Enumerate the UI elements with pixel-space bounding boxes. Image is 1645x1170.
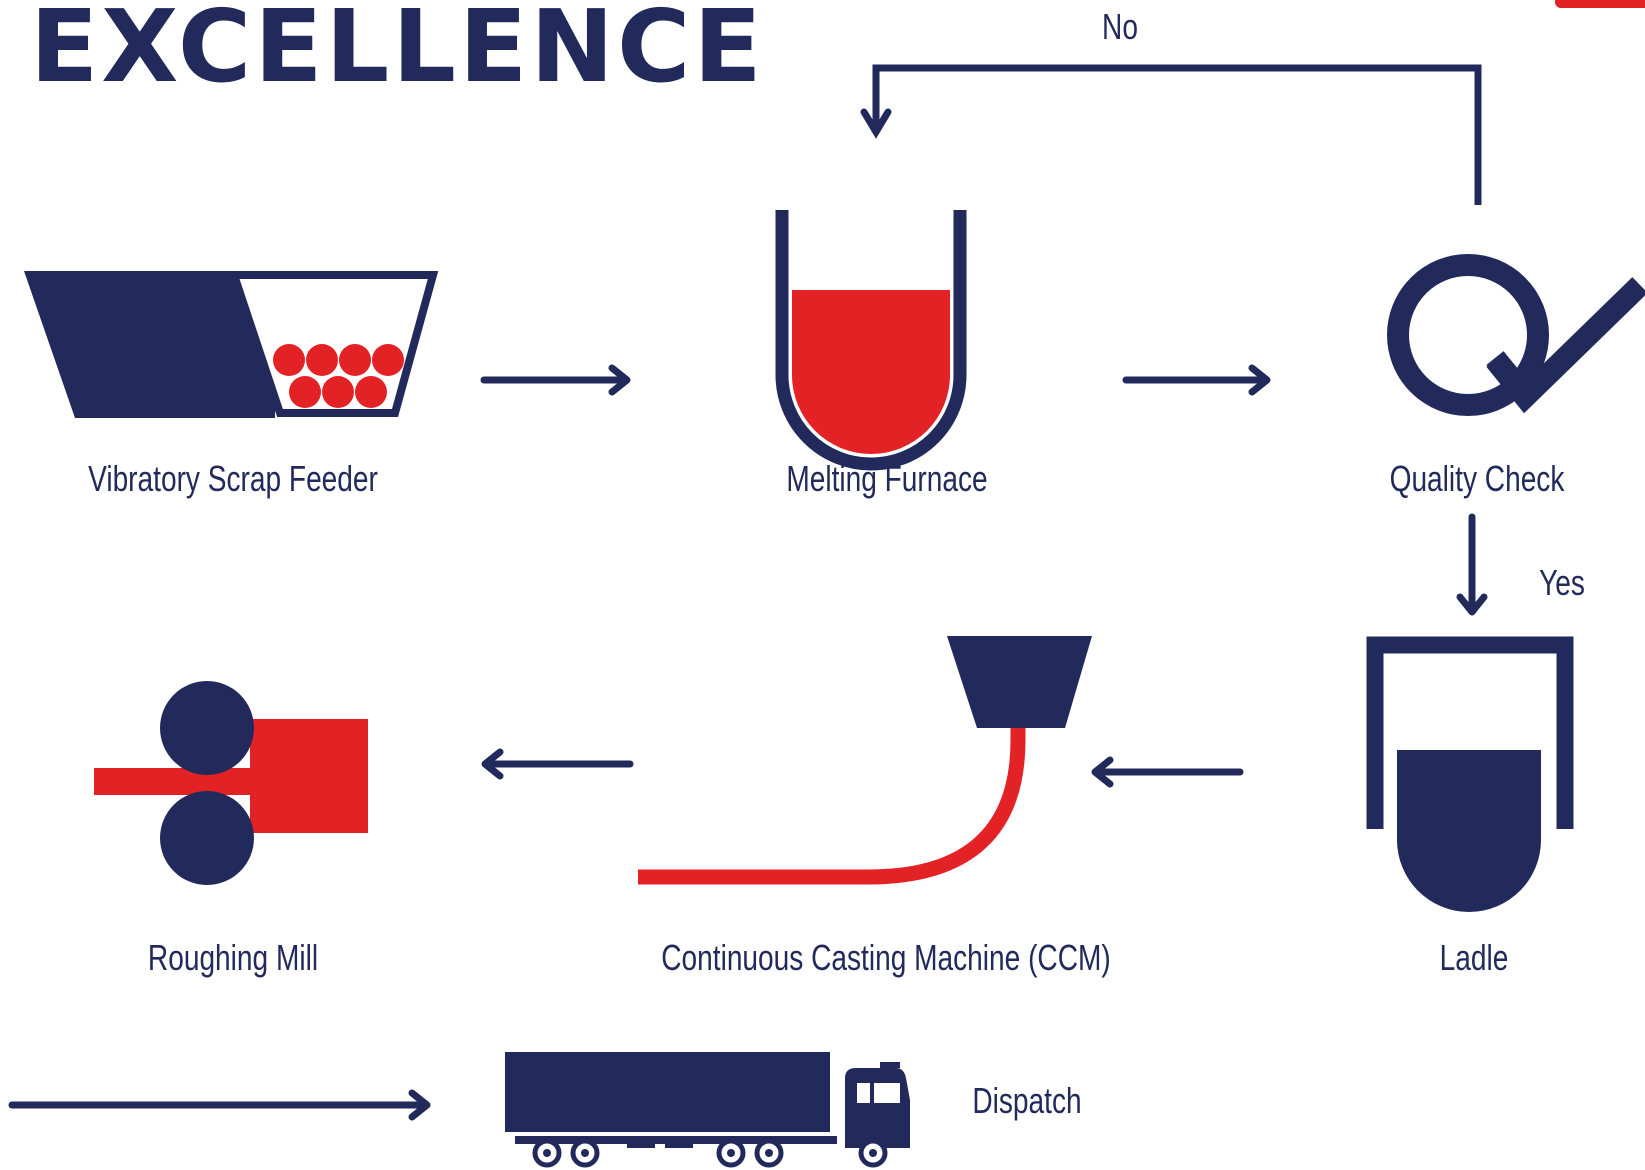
arrow-quality-to-ladle [1456, 513, 1488, 616]
arrow-to-dispatch [8, 1089, 431, 1121]
quality-check-icon [1387, 254, 1645, 416]
roughing-mill-icon [94, 681, 368, 885]
no-loop-connector [860, 64, 1482, 205]
scrap-feeder-icon [24, 271, 439, 418]
casting-machine-icon [638, 636, 1092, 885]
ccm-label: Continuous Casting Machine (CCM) [661, 937, 1111, 978]
truck-icon [505, 1052, 910, 1168]
yes-label: Yes [1539, 562, 1585, 603]
arrow-ladle-to-ccm [1091, 756, 1244, 788]
arrow-feeder-to-furnace [480, 364, 631, 396]
arrow-furnace-to-quality [1122, 364, 1271, 396]
no-label: No [1102, 6, 1138, 47]
ladle-icon [1366, 636, 1574, 912]
melting-furnace-icon [775, 210, 967, 471]
page-title: EXCELLENCE [30, 0, 765, 105]
roughing-mill-label: Roughing Mill [147, 937, 319, 978]
feeder-label: Vibratory Scrap Feeder [88, 458, 378, 499]
arrow-ccm-to-mill [481, 748, 634, 780]
corner-accent [1555, 0, 1645, 8]
ladle-label: Ladle [1439, 937, 1509, 978]
furnace-label: Melting Furnace [786, 458, 988, 499]
quality-check-label: Quality Check [1389, 458, 1565, 499]
dispatch-label: Dispatch [972, 1080, 1082, 1121]
